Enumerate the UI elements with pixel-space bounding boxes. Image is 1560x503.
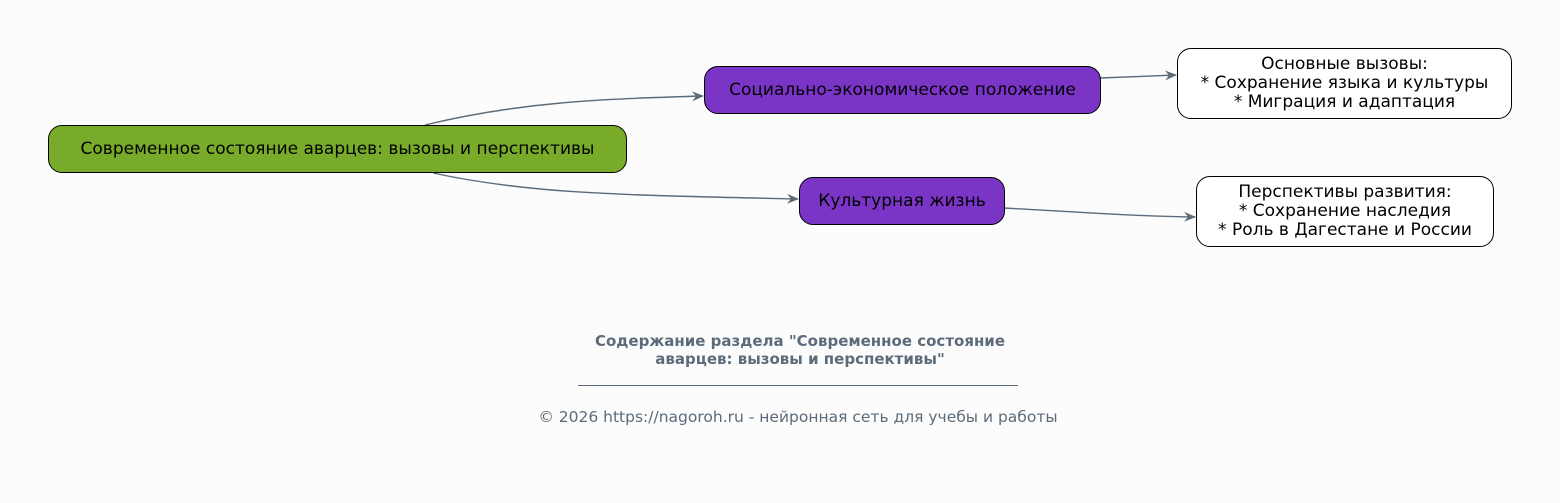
diagram-caption: Содержание раздела "Современное состояни… — [594, 332, 1005, 368]
culture-node: Культурная жизнь — [799, 177, 1005, 225]
challenges-node: Основные вызовы: * Сохранение языка и ку… — [1177, 48, 1512, 119]
caption-divider — [578, 385, 1018, 386]
edge-socio-economic-to-challenges — [1099, 70, 1177, 81]
root-node: Современное состояние аварцев: вызовы и … — [48, 125, 627, 173]
edge-root-to-culture — [432, 172, 799, 204]
socio-economic-node: Социально-экономическое положение — [704, 66, 1101, 114]
footer-copyright: © 2026 https://nagoroh.ru - нейронная се… — [538, 408, 1058, 426]
perspectives-node: Перспективы развития: * Сохранение насле… — [1196, 176, 1494, 247]
edge-culture-to-perspectives — [1003, 207, 1196, 222]
edge-root-to-socio-economic — [424, 91, 704, 126]
